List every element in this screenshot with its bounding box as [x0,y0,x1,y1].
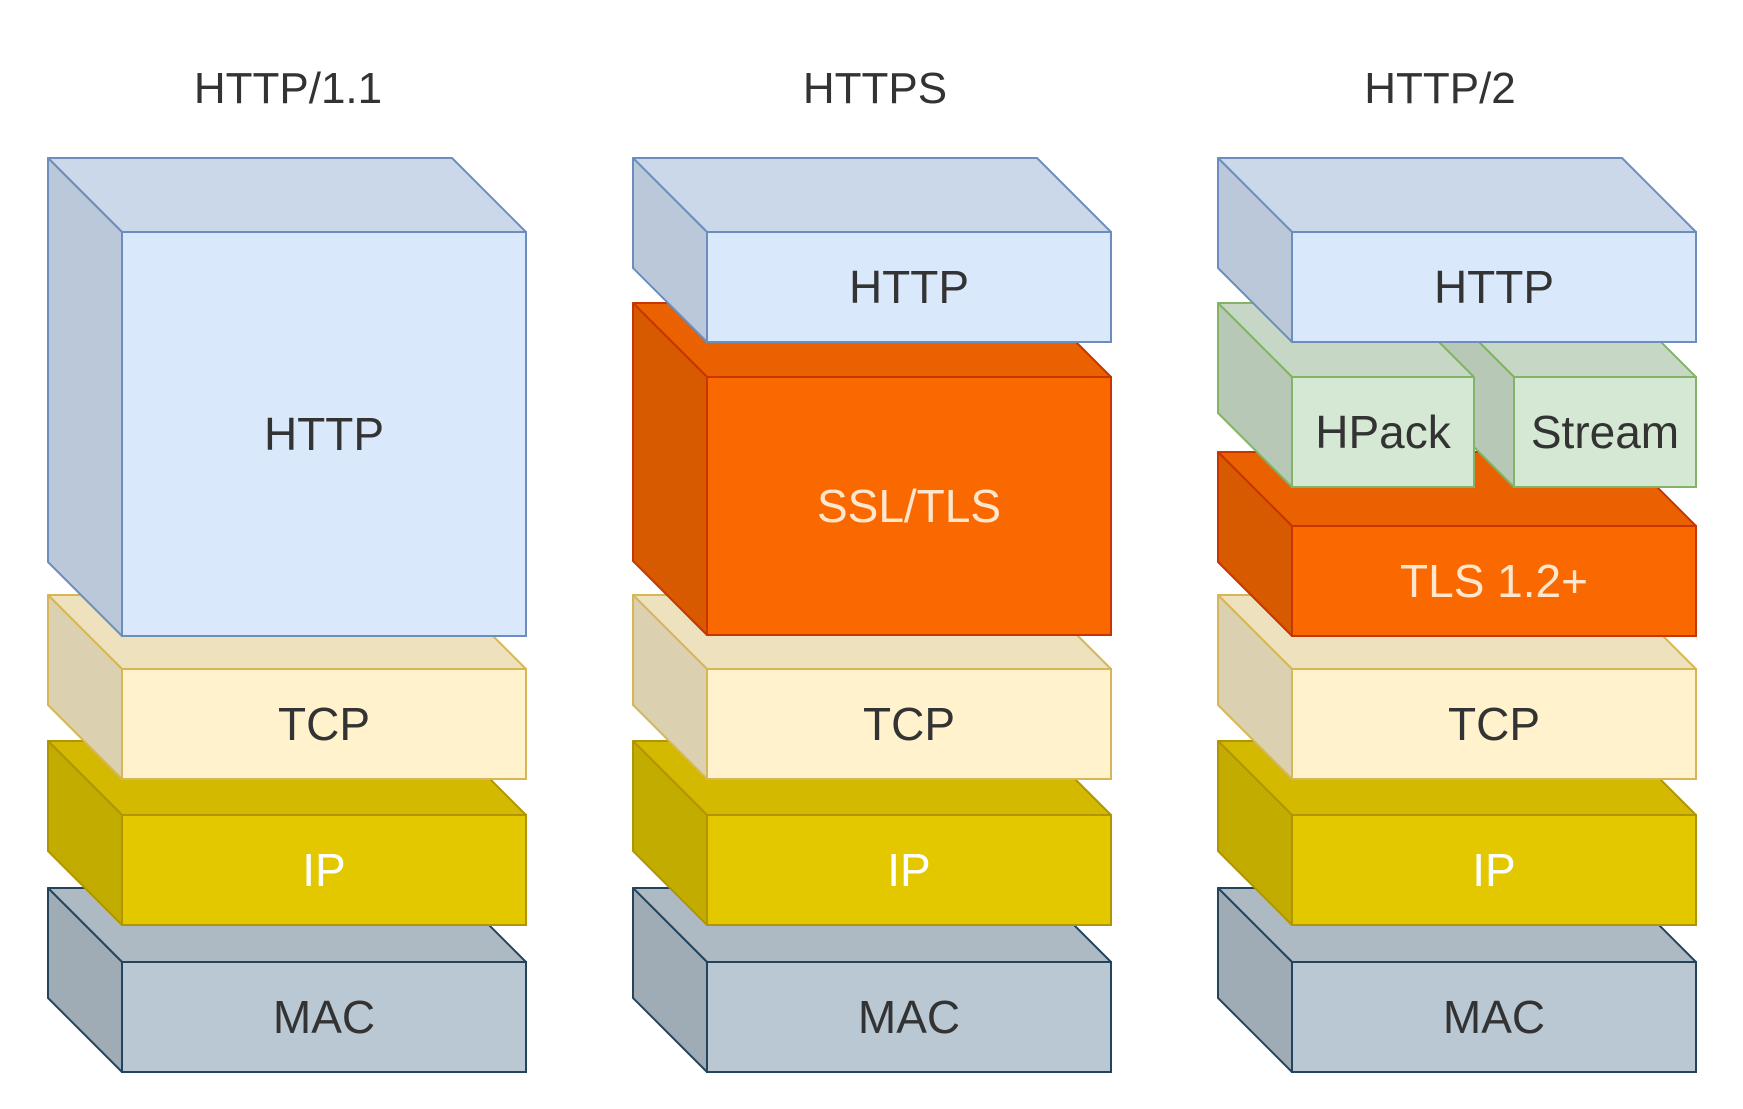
column-title-https: HTTPS [803,64,947,113]
layer-label: IP [1472,844,1515,896]
layer-ssl-tls-https: SSL/TLS [632,302,1112,636]
layer-top-face [632,157,1112,233]
layer-label: HTTP [264,408,384,460]
layer-front-face [706,668,1112,780]
layer-label: MAC [858,991,960,1043]
layer-label: MAC [1443,991,1545,1043]
layer-label: HTTP [849,261,969,313]
stack-https: HTTPS MAC IP TCP SSL/TLS HTTP [632,64,1112,1073]
layer-front-face [706,231,1112,343]
layer-front-face [706,814,1112,926]
layer-http-http-1-1: HTTP [47,157,527,637]
layer-label: TLS 1.2+ [1400,555,1588,607]
layer-front-face [1291,231,1697,343]
layer-top-face [47,157,527,233]
layer-label: IP [887,844,930,896]
layer-label: Stream [1531,406,1679,458]
column-title-http-1-1: HTTP/1.1 [194,64,382,113]
layer-front-face [1291,961,1697,1073]
column-title-http-2: HTTP/2 [1364,64,1516,113]
layer-front-face [706,961,1112,1073]
layer-front-face [121,668,527,780]
layer-label: TCP [278,698,370,750]
layer-front-face [1291,376,1475,488]
layer-top-face [1217,157,1697,233]
layer-label: SSL/TLS [817,480,1001,532]
layer-ip-https: IP [632,740,1112,926]
layer-label: TCP [863,698,955,750]
layer-label: HTTP [1434,261,1554,313]
layer-front-face [121,231,527,637]
layer-front-face [1291,814,1697,926]
layer-label: IP [302,844,345,896]
layer-label: MAC [273,991,375,1043]
layer-front-face [706,376,1112,636]
layer-label: TCP [1448,698,1540,750]
layer-front-face [121,961,527,1073]
layer-http-http-2: HTTP [1217,157,1697,343]
layer-front-face [1513,376,1697,488]
layer-front-face [121,814,527,926]
layer-front-face [1291,668,1697,780]
layer-front-face [1291,525,1697,637]
layer-side-face [47,157,123,637]
layer-http-https: HTTP [632,157,1112,343]
layer-label: HPack [1315,406,1451,458]
